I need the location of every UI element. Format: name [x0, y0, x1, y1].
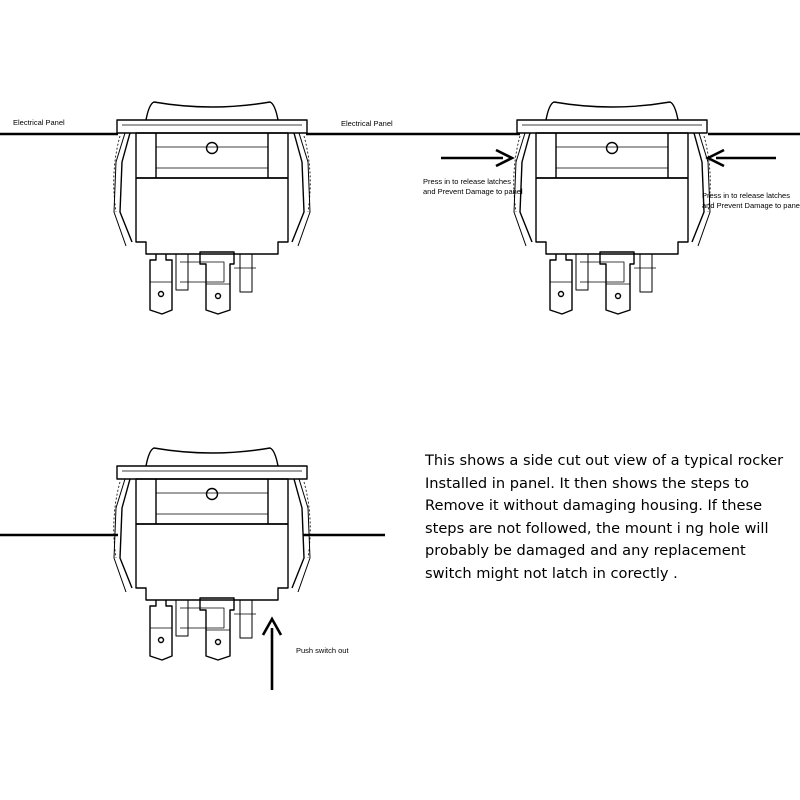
label-press-left-line1: Press in to release latches	[423, 177, 511, 186]
label-press-right-line2: and Prevent Damage to panel	[702, 201, 800, 210]
description-line: This shows a side cut out view of a typi…	[425, 452, 784, 469]
rocker-switch-pushed-out	[113, 447, 311, 661]
label-electrical-panel-left: Electrical Panel	[13, 118, 65, 127]
rocker-switch-installed	[113, 101, 311, 315]
push-arrow-up	[261, 616, 283, 690]
description-line: Remove it without damaging housing. If t…	[425, 497, 763, 515]
description-line: steps are not followed, the mount i ng h…	[425, 519, 769, 537]
electrical-panel-lines	[0, 132, 800, 537]
label-electrical-panel-right: Electrical Panel	[341, 119, 393, 128]
press-arrow-left	[441, 148, 515, 168]
press-arrow-right	[705, 148, 776, 168]
description-text: This shows a side cut out view of a typi…	[425, 450, 795, 586]
rocker-switch-press-latches	[513, 101, 711, 315]
description-line: probably be damaged and any replacement	[425, 542, 746, 560]
label-push-switch-out: Push switch out	[296, 646, 349, 655]
label-press-right-line1: Press in to release latches	[702, 191, 790, 200]
label-press-left-line2: and Prevent Damage to panel	[423, 187, 523, 196]
description-line: Installed in panel. It then shows the st…	[425, 474, 750, 492]
description-line: switch might not latch in corectly .	[425, 564, 678, 582]
